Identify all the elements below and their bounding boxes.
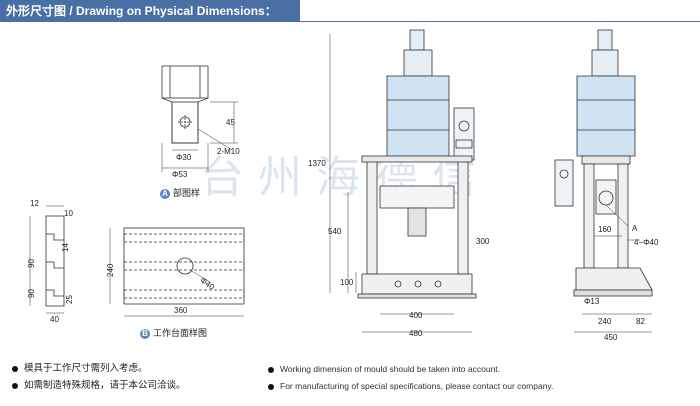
dim-a-phi53: Φ53 xyxy=(172,170,188,179)
label-side-a: A xyxy=(632,224,638,233)
dim-b-360: 360 xyxy=(174,306,188,315)
dim-front-540: 540 xyxy=(328,227,342,236)
dim-front-1370: 1370 xyxy=(308,159,326,168)
badge-b: B xyxy=(140,329,150,339)
detail-b-side-drawing xyxy=(29,205,65,314)
detail-b-caption-text: 工作台面样图 xyxy=(153,328,208,338)
dim-b-side-1: 12 xyxy=(30,199,39,208)
dim-b-240: 240 xyxy=(106,263,115,277)
dim-b-side-7: 40 xyxy=(50,315,59,324)
dim-b-side-5: 90 xyxy=(27,289,36,298)
notes-english: Working dimension of mould should be tak… xyxy=(268,361,553,395)
detail-a-caption-text: 部图样 xyxy=(173,188,201,198)
dim-a-m10: 2-M10 xyxy=(217,147,240,156)
dim-b-side-4: 14 xyxy=(61,243,70,252)
note-cn-2: 如需制造特殊规格，请于本公司洽谈。 xyxy=(12,377,186,394)
dim-side-240: 240 xyxy=(598,317,612,326)
dim-front-300: 300 xyxy=(476,237,490,246)
note-en-2: For manufacturing of special specificati… xyxy=(268,378,553,395)
dim-side-phi13: Φ13 xyxy=(584,297,600,306)
note-en-1: Working dimension of mould should be tak… xyxy=(268,361,553,378)
title-cn: 外形尺寸图 xyxy=(6,4,67,18)
dim-b-side-3: 90 xyxy=(27,259,36,268)
dim-front-400: 400 xyxy=(409,311,423,320)
dim-side-4phi40: 4−Φ40 xyxy=(634,238,659,247)
dim-b-side-6: 25 xyxy=(65,295,74,304)
detail-a-drawing xyxy=(161,65,238,172)
dim-front-480: 480 xyxy=(409,329,423,338)
dim-side-82: 82 xyxy=(636,317,645,326)
dim-front-100: 100 xyxy=(340,278,354,287)
dim-a-45: 45 xyxy=(226,118,235,127)
detail-b-table-drawing xyxy=(109,227,245,317)
dim-b-side-2: 10 xyxy=(64,209,73,218)
badge-a: A xyxy=(160,189,170,199)
page-title: 外形尺寸图 / Drawing on Physical Dimensions： xyxy=(0,0,300,22)
title-en: / Drawing on Physical Dimensions： xyxy=(66,4,277,18)
notes-chinese: 模具于工作尺寸需列入考虑。 如需制造特殊规格，请于本公司洽谈。 xyxy=(12,360,186,394)
title-underline xyxy=(300,21,700,22)
dim-side-160: 160 xyxy=(598,225,612,234)
front-view-drawing xyxy=(329,29,477,333)
dim-b-phi40: Φ40 xyxy=(198,276,216,292)
note-cn-1: 模具于工作尺寸需列入考虑。 xyxy=(12,360,186,377)
dim-a-phi30: Φ30 xyxy=(176,153,192,162)
dim-side-450: 450 xyxy=(604,333,618,342)
side-view-drawing xyxy=(554,29,653,333)
